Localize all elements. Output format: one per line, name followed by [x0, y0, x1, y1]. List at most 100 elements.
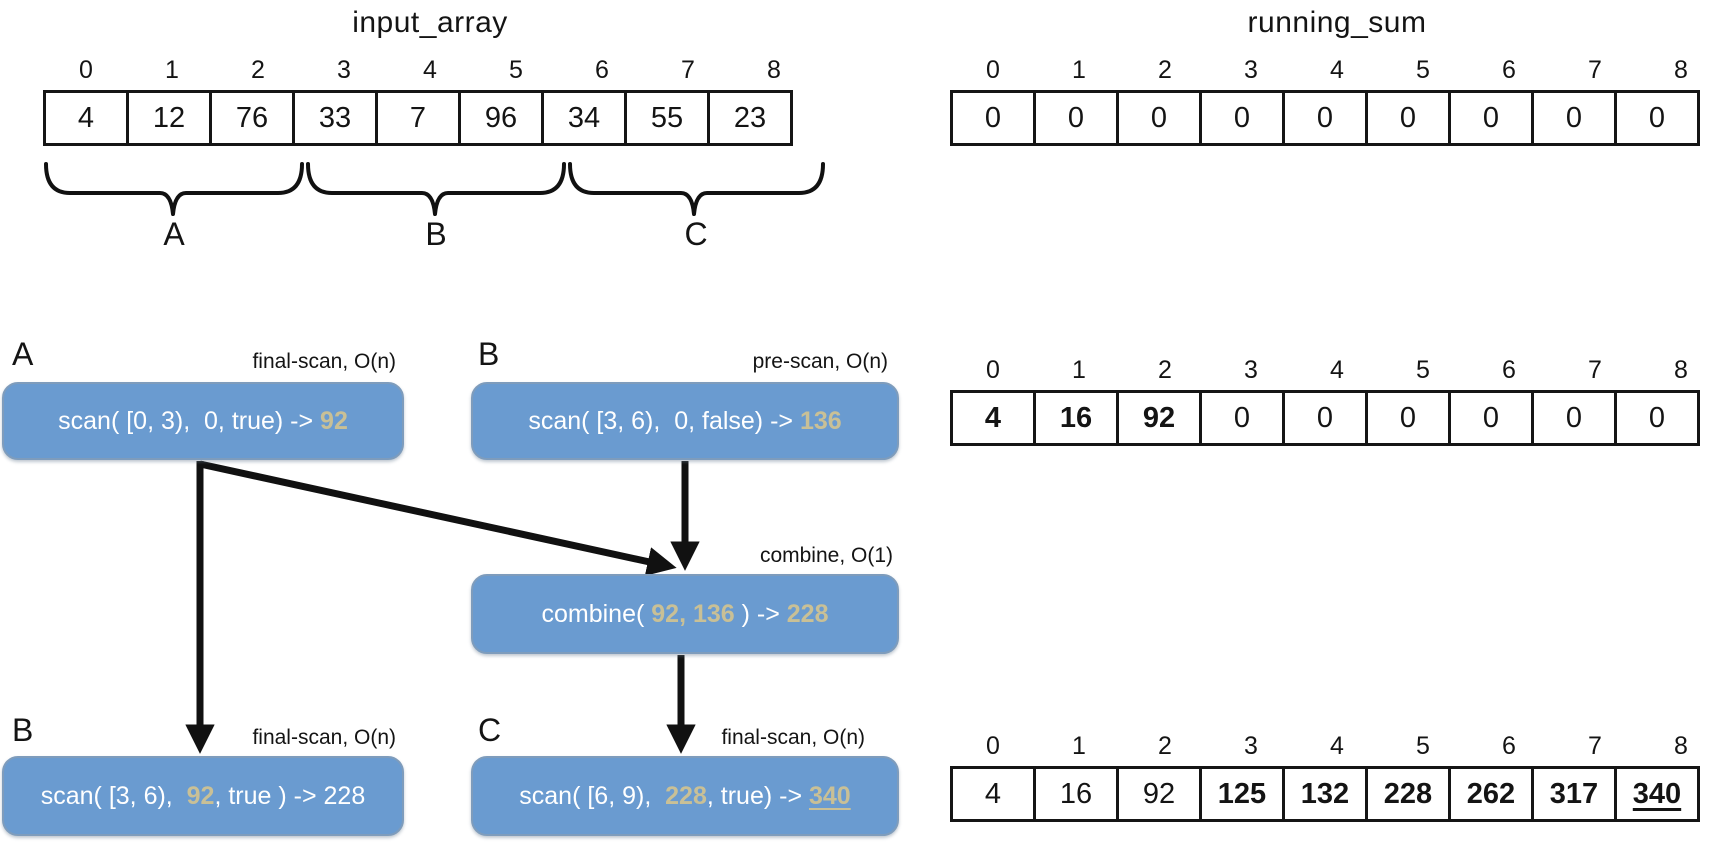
array-index: 8 — [1674, 56, 1688, 84]
node-text-segment: scan( [3, 6), — [40, 781, 187, 810]
highlight-value: 92 — [320, 406, 348, 435]
combine-node-text: combine( 92, 136 ) -> 228 — [542, 600, 829, 629]
scan-node-b-bottom-text: scan( [3, 6), 92, true ) -> 228 — [41, 782, 365, 811]
array-index: 5 — [1416, 56, 1430, 84]
array-cell: 0 — [950, 90, 1036, 146]
node-text-segment: combine( — [541, 599, 652, 628]
scan-node-b-top-text: scan( [3, 6), 0, false) -> 136 — [528, 407, 841, 436]
highlight-value: 228 — [665, 781, 707, 810]
highlight-value: 136 — [799, 406, 842, 435]
highlight-value: 92 — [186, 781, 215, 810]
array-cell: 0 — [1199, 90, 1285, 146]
array-cell: 317 — [1531, 766, 1617, 822]
array-cell: 0 — [1282, 90, 1368, 146]
array-cell: 16 — [1033, 390, 1119, 446]
array-index: 3 — [1244, 732, 1258, 760]
brace-segment-a — [44, 162, 304, 216]
array-cell: 132 — [1282, 766, 1368, 822]
node-tag-final-scan-b: final-scan, O(n) — [252, 726, 396, 749]
array-index: 0 — [986, 356, 1000, 384]
node-text-segment: scan( [0, 3), 0, true) -> — [58, 406, 321, 435]
array-cell: 0 — [1448, 390, 1534, 446]
array-cell: 0 — [1614, 90, 1700, 146]
array-cell: 0 — [1199, 390, 1285, 446]
array-index: 5 — [1416, 732, 1430, 760]
array-cell: 340 — [1614, 766, 1700, 822]
array-index: 2 — [1158, 356, 1172, 384]
array-cell: 55 — [624, 90, 710, 146]
brace-segment-b — [306, 162, 566, 216]
array-index: 3 — [1244, 56, 1258, 84]
array-index: 2 — [251, 56, 265, 84]
group-label-c: C — [684, 216, 708, 252]
highlight-value: 92, 136 — [651, 599, 735, 628]
array-index: 4 — [1330, 56, 1344, 84]
array-cell: 7 — [375, 90, 461, 146]
node-tag-final-scan-c: final-scan, O(n) — [721, 726, 865, 749]
array-cell: 262 — [1448, 766, 1534, 822]
array-index: 6 — [1502, 356, 1516, 384]
array-cell: 0 — [1116, 90, 1202, 146]
array-cell: 4 — [43, 90, 129, 146]
array-index: 7 — [1588, 732, 1602, 760]
array-index: 7 — [681, 56, 695, 84]
node-text-segment: scan( [3, 6), 0, false) -> — [528, 406, 800, 435]
array-cell: 0 — [1531, 390, 1617, 446]
node-tag-final-scan-a: final-scan, O(n) — [252, 350, 396, 373]
array-cell: 228 — [1365, 766, 1451, 822]
array-cell: 92 — [1116, 766, 1202, 822]
array-cell: 125 — [1199, 766, 1285, 822]
array-index: 1 — [1072, 356, 1086, 384]
array-index: 4 — [1330, 356, 1344, 384]
array-index: 6 — [595, 56, 609, 84]
array-cell: 4 — [950, 766, 1036, 822]
array-cell: 96 — [458, 90, 544, 146]
group-label-b: B — [425, 216, 447, 252]
node-text-segment: ) -> — [734, 599, 787, 628]
array-cell: 0 — [1365, 390, 1451, 446]
array-index: 5 — [509, 56, 523, 84]
brace-segment-c — [568, 162, 825, 216]
array-cell: 4 — [950, 390, 1036, 446]
array-cell: 0 — [1282, 390, 1368, 446]
group-label-a: A — [163, 216, 185, 252]
array-index: 1 — [165, 56, 179, 84]
array-index: 8 — [1674, 356, 1688, 384]
array-index: 3 — [337, 56, 351, 84]
running-sum-title: running_sum — [1247, 6, 1427, 39]
array-index: 4 — [423, 56, 437, 84]
scan-node-c-text: scan( [6, 9), 228, true) -> 340 — [519, 782, 850, 811]
array-cell: 0 — [1614, 390, 1700, 446]
node-letter-b-bottom: B — [12, 712, 34, 748]
array-index: 1 — [1072, 732, 1086, 760]
node-tag-pre-scan-b: pre-scan, O(n) — [752, 350, 888, 373]
node-text-segment: scan( [6, 9), — [519, 781, 666, 810]
scan-node-a-text: scan( [0, 3), 0, true) -> 92 — [58, 407, 348, 436]
array-index: 4 — [1330, 732, 1344, 760]
node-text-segment: , true) -> — [706, 781, 809, 810]
array-index: 7 — [1588, 56, 1602, 84]
array-cell: 0 — [1531, 90, 1617, 146]
array-cell: 0 — [1365, 90, 1451, 146]
node-letter-b-top: B — [478, 336, 500, 372]
array-cell: 92 — [1116, 390, 1202, 446]
array-index: 1 — [1072, 56, 1086, 84]
scan-node-b-top: scan( [3, 6), 0, false) -> 136 — [471, 382, 899, 460]
input-array-title: input_array — [352, 6, 508, 39]
highlight-value: 340 — [809, 781, 851, 810]
array-index: 5 — [1416, 356, 1430, 384]
array-index: 0 — [986, 732, 1000, 760]
scan-node-b-bottom: scan( [3, 6), 92, true ) -> 228 — [2, 756, 404, 836]
array-cell: 33 — [292, 90, 378, 146]
node-letter-a: A — [12, 336, 34, 372]
